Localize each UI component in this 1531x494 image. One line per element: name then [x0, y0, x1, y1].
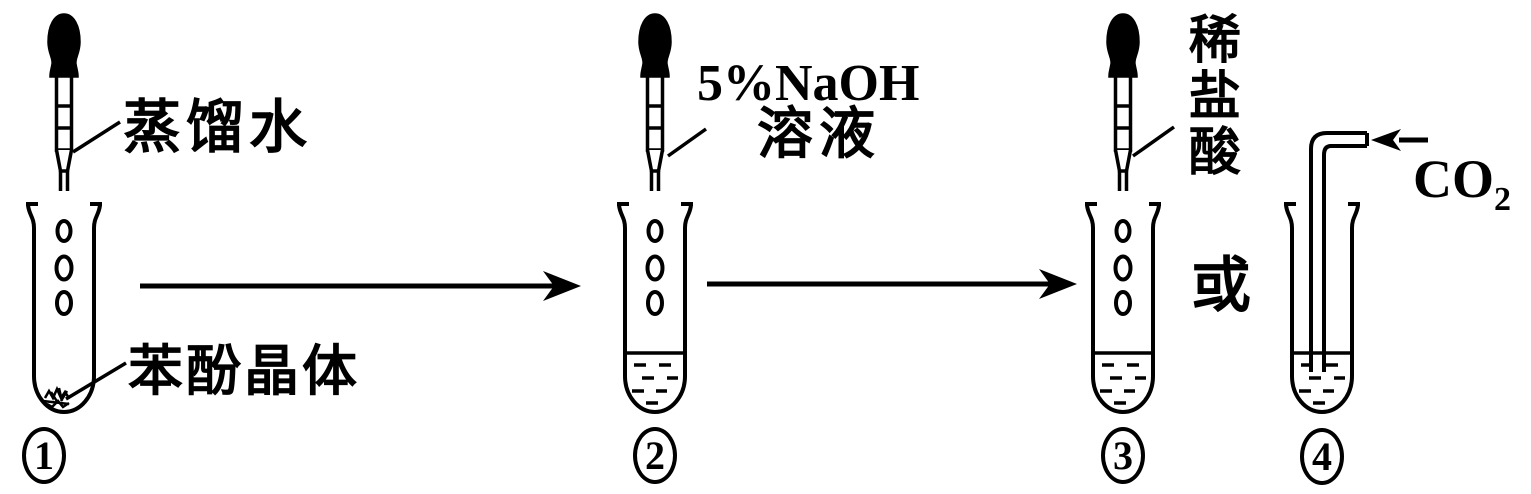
naoh-label-line2: 溶液: [757, 104, 881, 166]
station-3: [1083, 13, 1176, 414]
arrow-step2-to-step3: [707, 269, 1077, 299]
leader-line-hcl: [1131, 125, 1176, 158]
dropper-naoh-icon: [638, 13, 672, 193]
test-tube-2-icon: [615, 202, 695, 414]
step-number-1-text: 1: [34, 433, 54, 478]
step-number-3: 3: [1101, 427, 1145, 484]
dilute-hcl-label: 稀盐酸: [1180, 12, 1238, 180]
station-4: [1282, 129, 1428, 414]
co2-formula: CO: [1413, 149, 1494, 209]
bubbles-2-icon: [645, 219, 665, 316]
leader-line-distilled-water: [72, 120, 121, 154]
or-label: 或: [1191, 253, 1251, 319]
dropper-distilled-water-icon: [47, 13, 81, 193]
bubbles-1-icon: [54, 219, 74, 316]
station-1: [24, 13, 127, 414]
phenol-crystals-icon: [42, 385, 71, 409]
test-tube-1-icon: [24, 202, 104, 414]
step-number-1: 1: [22, 427, 66, 484]
co2-subscript: 2: [1494, 181, 1511, 218]
test-tube-3-icon: [1083, 202, 1163, 414]
dropper-hcl-icon: [1106, 13, 1140, 193]
gas-delivery-tube-icon: [1309, 131, 1369, 372]
liquid-2-icon: [623, 351, 687, 405]
arrow-step1-to-step2: [140, 271, 581, 301]
leader-line-phenol: [65, 361, 127, 401]
co2-inlet-arrow: [1371, 129, 1428, 151]
distilled-water-label: 蒸馏水: [123, 95, 313, 160]
step-number-3-text: 3: [1113, 433, 1133, 478]
step-number-2-text: 2: [645, 433, 665, 478]
naoh-label-line1: 5%NaOH: [697, 55, 920, 112]
step-number-4-text: 4: [1312, 434, 1332, 479]
bubbles-3-icon: [1113, 219, 1133, 316]
station-2: [615, 13, 708, 414]
step-number-4: 4: [1300, 428, 1344, 485]
leader-line-naoh: [666, 127, 708, 158]
liquid-3-icon: [1091, 351, 1155, 405]
step-number-2: 2: [633, 427, 677, 484]
phenol-crystals-label: 苯酚晶体: [128, 341, 361, 402]
co2-label: CO2: [1413, 149, 1511, 217]
